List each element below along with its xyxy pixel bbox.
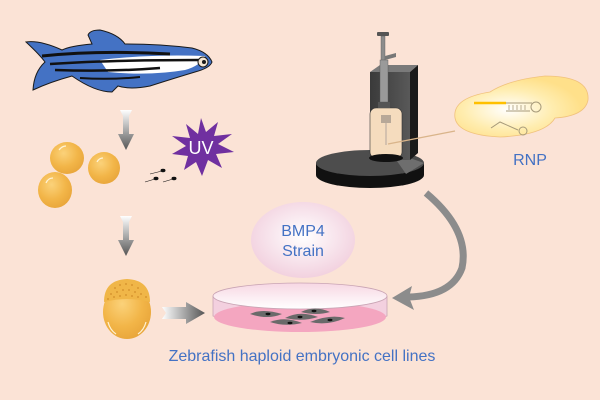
petri-dish-icon bbox=[212, 282, 388, 332]
rnp-label: RNP bbox=[513, 152, 547, 169]
uv-star-icon bbox=[172, 118, 234, 176]
bmp4-strain-label: BMP4 Strain bbox=[258, 222, 348, 262]
rnp-delivery-device-icon bbox=[316, 32, 456, 188]
diagram-caption: Zebrafish haploid embryonic cell lines bbox=[168, 348, 436, 365]
bmp4-strain-bubble bbox=[251, 202, 355, 278]
right-arrow bbox=[162, 302, 205, 324]
uv-label: UV bbox=[188, 138, 214, 158]
down-arrow-2 bbox=[118, 216, 134, 256]
haploid-embryo-icon bbox=[103, 279, 151, 339]
rnp-complex-icon bbox=[454, 75, 589, 138]
zebrafish-icon bbox=[24, 29, 213, 93]
sperm-icon bbox=[144, 168, 177, 183]
bmp4-label-line2: Strain bbox=[282, 243, 324, 260]
bmp4-label-line1: BMP4 bbox=[281, 223, 325, 240]
eggs-icon bbox=[38, 142, 120, 208]
down-arrow-1 bbox=[118, 110, 134, 150]
curved-arrow bbox=[392, 190, 467, 310]
